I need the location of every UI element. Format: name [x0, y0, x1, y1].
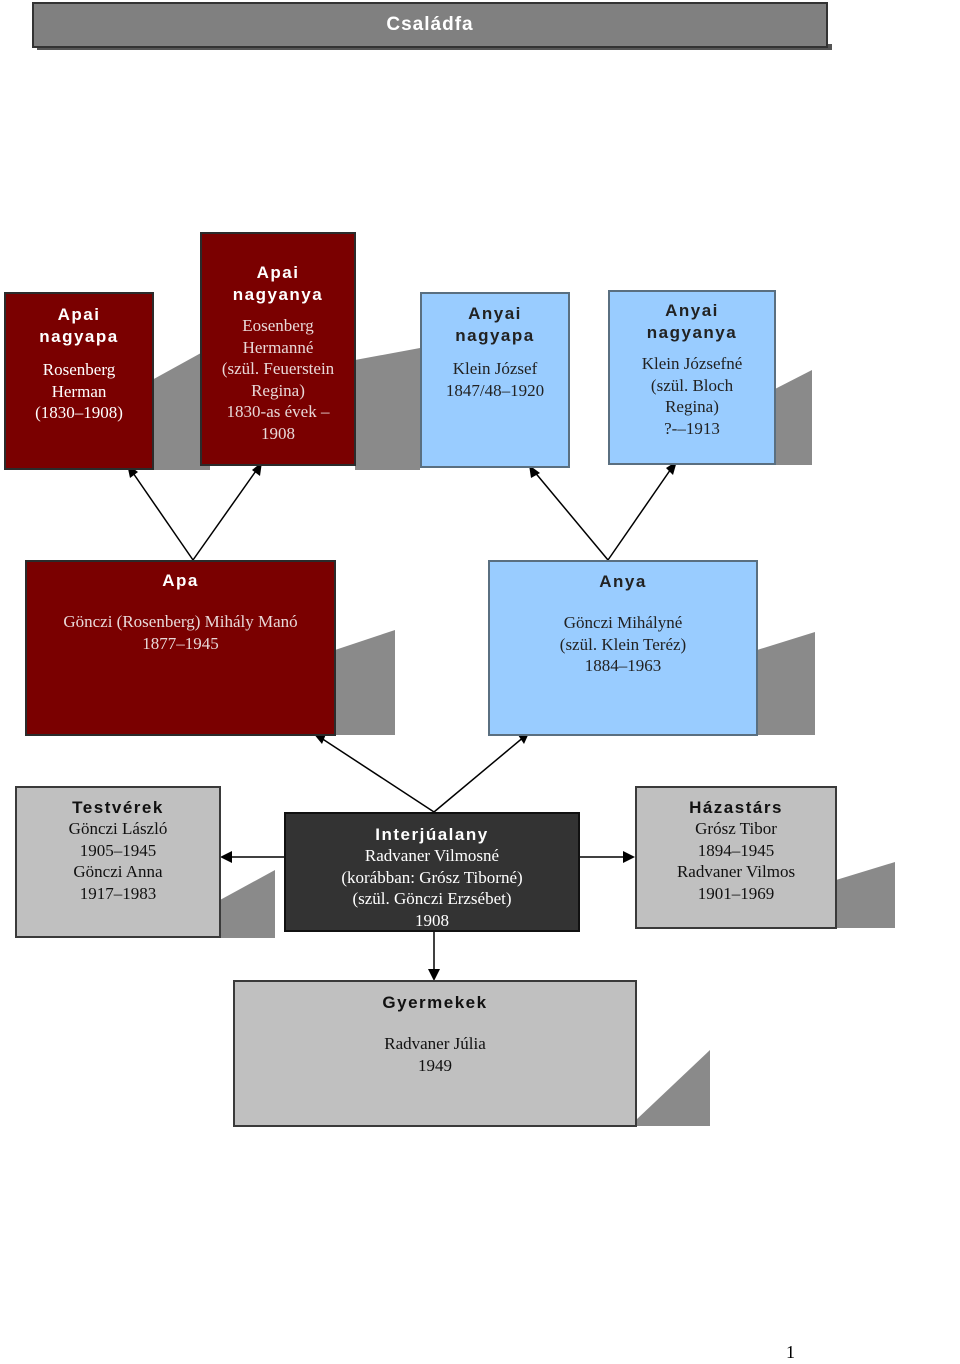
maternal-grandfather-text: Klein József 1847/48–1920: [445, 359, 545, 400]
paternal-grandmother-text: Eosenberg Hermanné (szül. Feuerstein Reg…: [221, 316, 335, 443]
shadow-children: [636, 1050, 710, 1126]
maternal-grandmother-text: Klein Józsefné (szül. Bloch Regina) ?-–1…: [641, 354, 743, 438]
arrowhead-children: [428, 969, 440, 981]
father-text: Gönczi (Rosenberg) Mihály Manó 1877–1945: [63, 612, 298, 653]
children-header: Gyermekek: [382, 993, 488, 1012]
paternal-grandmother-header: Apai nagyanya: [232, 263, 324, 304]
paternal-grandfather-box: Apai nagyapa Rosenberg Herman (1830–1908…: [4, 292, 154, 470]
page-number: 1: [786, 1342, 795, 1362]
spouse-box: Házastárs Grósz Tibor 1894–1945 Radvaner…: [635, 786, 837, 929]
interviewee-box: Interjúalany Radvaner Vilmosné (korábban…: [284, 812, 580, 932]
mother-box: Anya Gönczi Mihályné (szül. Klein Teréz)…: [488, 560, 758, 736]
paternal-grandmother-box: Apai nagyanya Eosenberg Hermanné (szül. …: [200, 232, 356, 466]
connector-interviewee-mother: [433, 735, 526, 813]
paternal-grandfather-text: Rosenberg Herman (1830–1908): [35, 360, 123, 422]
shadow-mother: [757, 632, 815, 735]
paternal-grandfather-header: Apai nagyapa: [39, 305, 119, 346]
maternal-grandmother-header: Anyai nagyanya: [646, 301, 738, 342]
shadow-father: [335, 630, 395, 735]
father-header: Apa: [162, 571, 199, 590]
arrowhead-spouse: [623, 851, 635, 863]
siblings-text: Gönczi László 1905–1945 Gönczi Anna 1917…: [68, 819, 168, 903]
connector-father-grandfather: [130, 469, 194, 561]
interviewee-header: Interjúalany: [375, 825, 489, 844]
children-text: Radvaner Júlia 1949: [384, 1034, 486, 1075]
siblings-box: Testvérek Gönczi László 1905–1945 Gönczi…: [15, 786, 221, 938]
maternal-grandfather-box: Anyai nagyapa Klein József 1847/48–1920: [420, 292, 570, 468]
siblings-header: Testvérek: [72, 798, 164, 817]
arrowhead-grandfather-maternal: [529, 465, 540, 478]
shadow-paternal-grandfather: [152, 348, 210, 470]
shadow-paternal-grandmother: [355, 348, 420, 470]
connector-mother-grandfather: [532, 469, 609, 561]
connector-interviewee-father: [317, 735, 435, 813]
arrowhead-siblings: [220, 851, 232, 863]
mother-text: Gönczi Mihályné (szül. Klein Teréz) 1884…: [559, 613, 687, 675]
interviewee-text: Radvaner Vilmosné (korábban: Grósz Tibor…: [341, 846, 523, 930]
connector-mother-grandmother: [607, 465, 674, 561]
page-title: Családfa: [32, 2, 828, 48]
maternal-grandmother-box: Anyai nagyanya Klein Józsefné (szül. Blo…: [608, 290, 776, 465]
maternal-grandfather-header: Anyai nagyapa: [455, 304, 535, 345]
shadow-siblings: [220, 870, 275, 938]
shadow-maternal-grandmother: [773, 370, 812, 465]
spouse-text: Grósz Tibor 1894–1945 Radvaner Vilmos 19…: [676, 819, 796, 903]
father-box: Apa Gönczi (Rosenberg) Mihály Manó 1877–…: [25, 560, 336, 736]
children-box: Gyermekek Radvaner Júlia 1949: [233, 980, 637, 1127]
spouse-header: Házastárs: [689, 798, 783, 817]
shadow-spouse: [836, 862, 895, 928]
connector-father-grandmother: [192, 467, 259, 561]
mother-header: Anya: [599, 572, 647, 591]
